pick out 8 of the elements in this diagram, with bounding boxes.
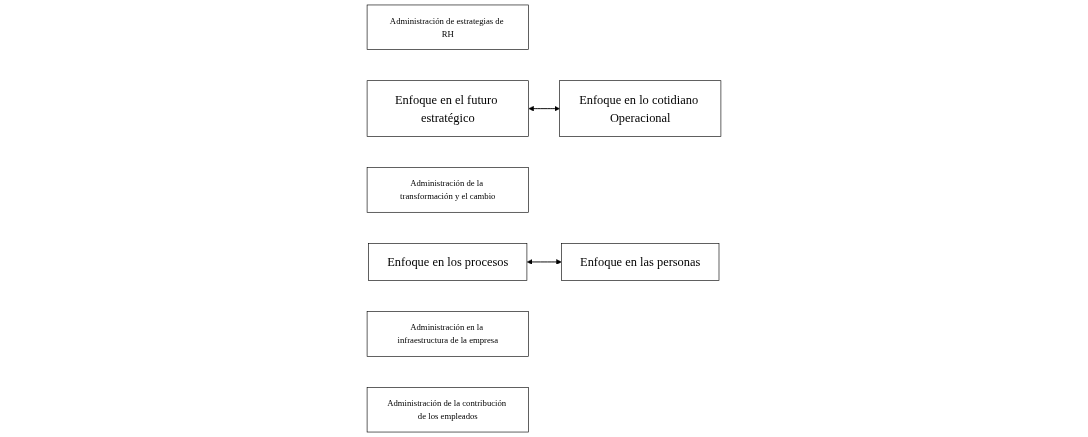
node-box: Enfoque en lo cotidiano Operacional	[559, 80, 722, 137]
node-box: Administración de estrategias de RH	[366, 4, 529, 50]
node-box: Enfoque en las personas	[561, 243, 720, 281]
node-box: Administración de la transformación y el cambio	[366, 167, 529, 213]
node-box: Enfoque en los procesos	[368, 243, 528, 281]
node-box: Administración en la infraestructura de la empresa	[366, 311, 529, 357]
node-box: Enfoque en el futuro estratégico	[366, 80, 529, 137]
node-box: Administración de la contribución de los empleados	[366, 387, 529, 433]
